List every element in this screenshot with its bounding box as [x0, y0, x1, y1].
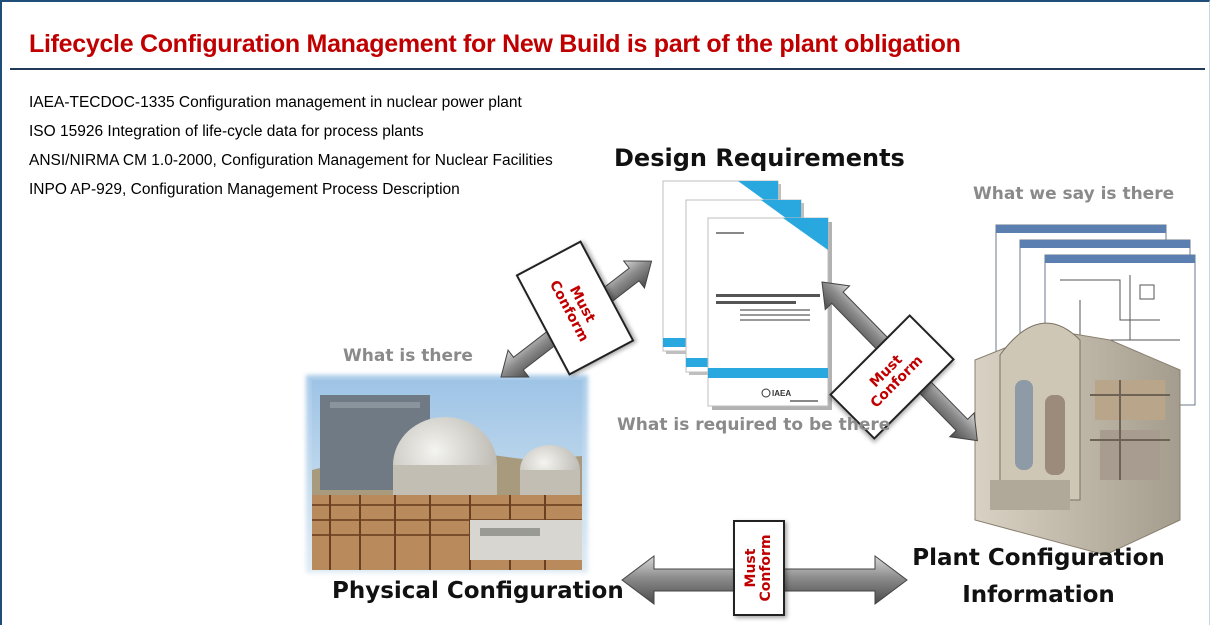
reference-list: IAEA-TECDOC-1335 Configuration managemen…	[29, 88, 553, 204]
document-stack: IAEA	[662, 180, 832, 410]
plant-information-heading-line1: Plant Configuration	[912, 545, 1165, 571]
reactor-cutaway	[974, 322, 1181, 556]
plant-photo	[306, 375, 588, 573]
document-publisher: IAEA	[772, 389, 791, 398]
plant-information-heading: Plant Configuration Information	[906, 540, 1171, 614]
title-divider	[10, 68, 1205, 70]
reference-item: INPO AP-929, Configuration Management Pr…	[29, 181, 460, 198]
plant-information-imagery	[974, 224, 1196, 556]
badge-line-must: Must	[743, 548, 759, 588]
plant-information-caption: What we say is there	[973, 184, 1175, 204]
badge-line-conform: Conform	[758, 534, 774, 602]
design-requirements-caption: What is required to be there	[617, 415, 891, 435]
plant-information-heading-line2: Information	[962, 582, 1115, 608]
slide-title: Lifecycle Configuration Management for N…	[29, 30, 961, 58]
physical-configuration-heading: Physical Configuration	[332, 578, 624, 604]
design-requirements-heading: Design Requirements	[614, 144, 905, 172]
reference-item: ANSI/NIRMA CM 1.0-2000, Configuration Ma…	[29, 152, 553, 169]
physical-configuration-caption: What is there	[343, 346, 473, 366]
document-page-front: IAEA	[707, 217, 832, 410]
reference-item: ISO 15926 Integration of life-cycle data…	[29, 123, 424, 140]
reference-item: IAEA-TECDOC-1335 Configuration managemen…	[29, 94, 522, 111]
